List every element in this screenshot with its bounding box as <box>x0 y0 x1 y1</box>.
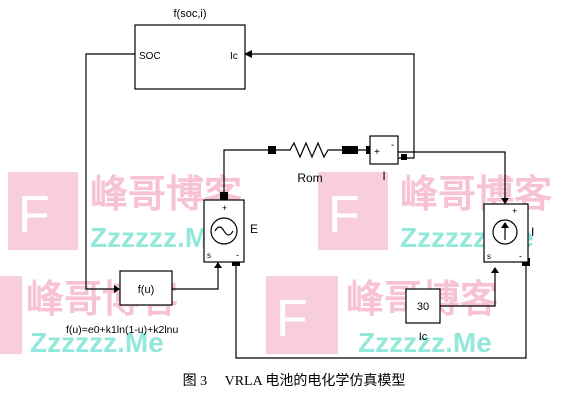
watermark-en-text: Zzzzzz.Me <box>358 327 492 358</box>
arrow-head <box>491 267 499 273</box>
watermark-cn-text: 峰哥博客 <box>400 172 552 216</box>
arrow-head <box>214 262 222 268</box>
voltage-source-label: E <box>250 222 258 236</box>
voltage-source-s: s <box>207 251 211 260</box>
watermark-en-text: Zzzzzz.Me <box>30 327 164 358</box>
fsoc-title: f(soc,i) <box>174 8 207 20</box>
resistor-label: Rom <box>297 171 322 185</box>
arrow-head <box>244 50 252 58</box>
fu-formula: f(u)=e0+k1ln(1-u)+k2lnu <box>66 324 179 336</box>
current-source-s: s <box>487 252 491 261</box>
fsoc-block[interactable]: f(soc,i) SOC Ic <box>134 8 246 90</box>
current-sensor-label: I <box>382 169 385 183</box>
voltage-source-block[interactable]: + s - E <box>203 199 258 263</box>
current-arrow-head <box>501 222 509 228</box>
watermark-logo: F <box>318 172 388 250</box>
arrow-head <box>501 198 509 204</box>
electrical-line-e-to-rom[interactable] <box>223 149 272 196</box>
current-sensor-minus: - <box>391 140 394 151</box>
voltage-source-minus: - <box>236 250 239 260</box>
current-source-icon <box>492 219 518 245</box>
svg-text:F: F <box>276 290 308 348</box>
current-sensor-block[interactable]: + - I <box>369 135 399 183</box>
resistor-block[interactable]: Rom <box>276 141 342 185</box>
constant-block[interactable]: 30 Ic <box>405 288 441 343</box>
signal-line-fu-to-e[interactable] <box>172 262 219 290</box>
signal-line-soc[interactable] <box>85 53 135 290</box>
watermark-logo <box>0 276 22 354</box>
resistor-icon <box>276 141 342 159</box>
fsoc-port-soc: SOC <box>139 51 161 62</box>
svg-text:F: F <box>18 186 50 244</box>
voltage-source-plus: + <box>222 203 227 213</box>
sine-wave-icon <box>214 226 234 236</box>
fu-block[interactable]: f(u) f(u)=e0+k1ln(1-u)+k2lnu <box>66 270 179 336</box>
electrical-line-i-to-source[interactable] <box>397 151 506 203</box>
constant-value: 30 <box>417 301 429 313</box>
watermark-en-text: Zzzzzz.Me <box>90 222 224 253</box>
constant-label: Ic <box>419 331 428 343</box>
signal-line-const-to-source[interactable] <box>440 268 496 307</box>
ac-source-icon <box>210 217 238 245</box>
watermark-logo: F <box>8 172 78 250</box>
electrical-line-return[interactable] <box>235 262 527 359</box>
watermark-logo: F <box>266 276 338 354</box>
figure-caption: 图 3 VRLA 电池的电化学仿真模型 <box>183 373 406 389</box>
svg-text:F: F <box>328 186 360 244</box>
current-source-plus: + <box>512 206 517 216</box>
fu-label: f(u) <box>138 284 155 296</box>
arrow-head <box>114 285 120 293</box>
current-source-minus: - <box>519 251 522 261</box>
arrowheads <box>114 50 509 293</box>
current-sensor-plus: + <box>374 147 380 158</box>
current-source-label: I <box>531 225 534 239</box>
current-source-block[interactable]: + s - I <box>483 203 534 263</box>
fsoc-port-ic: Ic <box>230 51 238 62</box>
